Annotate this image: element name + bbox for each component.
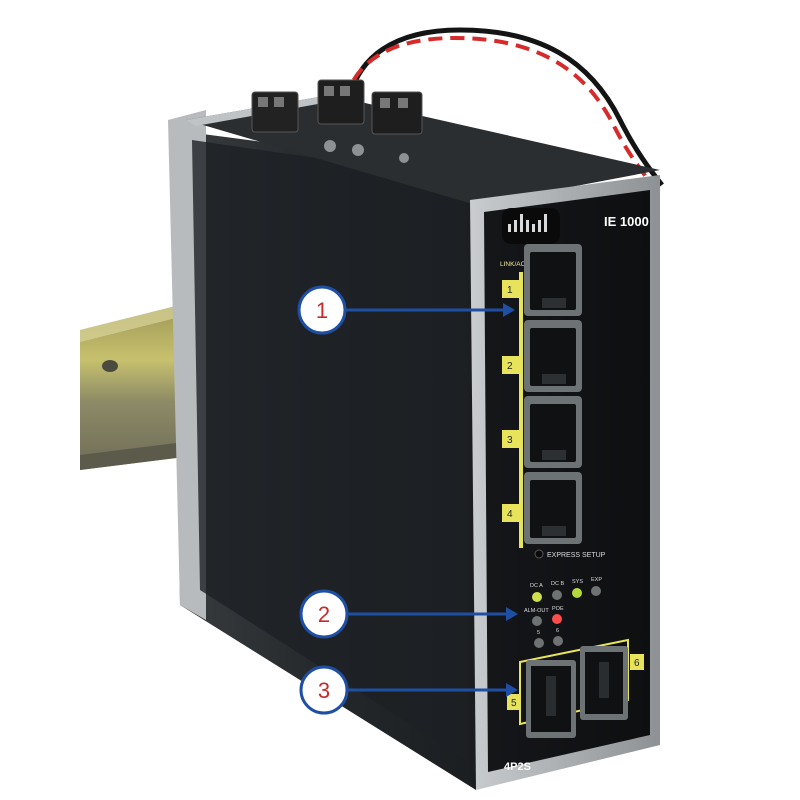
sys-label: SYS	[572, 579, 583, 585]
sfp-5-led-label: 5	[537, 630, 540, 636]
dc-a-led	[532, 592, 542, 602]
cisco-logo-icon	[502, 208, 560, 244]
variant-label: 4P2S	[504, 761, 531, 773]
led-labels: DC A DC B SYS EXP ALM-OUT POE 5 6	[524, 577, 602, 636]
port-4-label: 4	[507, 509, 513, 520]
dc-b-label: DC B	[551, 581, 564, 587]
port-label-strip	[519, 272, 523, 548]
alm-out-led	[532, 616, 542, 626]
rj45-port-2[interactable]	[524, 320, 582, 392]
port-3-label: 3	[507, 435, 513, 446]
poe-label: POE	[552, 606, 564, 612]
callout-3-number: 3	[318, 678, 330, 703]
link-act-label: LINK/ACT	[500, 261, 529, 268]
express-setup-label: EXPRESS SETUP	[547, 552, 606, 559]
dc-a-label: DC A	[530, 583, 543, 589]
exp-label: EXP	[591, 577, 602, 583]
port-1-label: 1	[507, 285, 513, 296]
power-cable	[343, 27, 664, 192]
express-setup-button[interactable]	[534, 549, 544, 559]
sfp-5-label: 5	[511, 698, 517, 709]
power-terminal-blocks	[251, 79, 423, 163]
sfp-6-label: 6	[634, 658, 640, 669]
exp-led	[591, 586, 601, 596]
callout-2-number: 2	[318, 602, 330, 627]
sfp-5-led	[534, 638, 544, 648]
status-leds	[532, 586, 601, 648]
port-2-label: 2	[507, 361, 513, 372]
sfp-port-6[interactable]	[580, 646, 628, 720]
port-number-tags: 1 2 3 4	[502, 280, 519, 522]
sfp-6-led	[553, 636, 563, 646]
callout-2: 2	[299, 589, 518, 639]
callout-1-number: 1	[316, 298, 328, 323]
callout-3: 3	[299, 665, 518, 715]
rj45-port-4[interactable]	[524, 472, 582, 544]
din-rail	[80, 300, 200, 470]
rj45-port-1[interactable]	[524, 244, 582, 316]
poe-led	[552, 614, 562, 624]
model-label: IE 1000	[604, 214, 649, 229]
alm-out-label: ALM-OUT	[524, 608, 549, 614]
dc-b-led	[552, 590, 562, 600]
sfp-6-led-label: 6	[556, 628, 559, 634]
chassis-side	[168, 110, 476, 790]
sfp-ports: 5 6	[507, 638, 644, 738]
copper-ports	[524, 244, 582, 544]
callout-1: 1	[297, 285, 515, 335]
rj45-port-3[interactable]	[524, 396, 582, 468]
sfp-port-5[interactable]	[526, 660, 576, 738]
sys-led	[572, 588, 582, 598]
